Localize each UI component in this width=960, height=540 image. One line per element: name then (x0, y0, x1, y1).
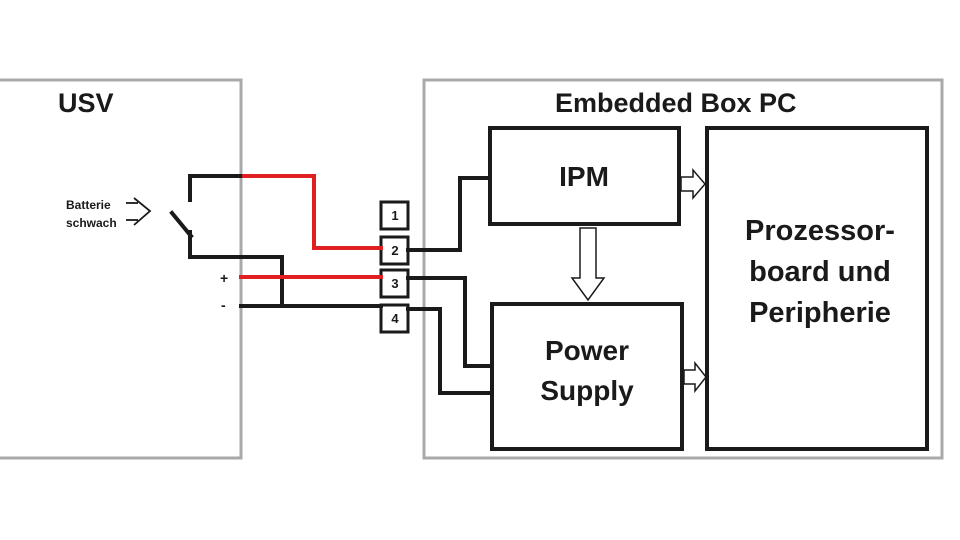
connector-pin-3 (379, 268, 410, 299)
battery-low-arrow-icon (126, 197, 152, 226)
arrow-ipm-to-processor (680, 167, 706, 201)
connector-pin-4-label: 4 (391, 311, 399, 326)
processor-board-block (705, 126, 929, 451)
connector-pin-1-label: 1 (391, 208, 398, 223)
ipm-label: IPM (559, 161, 609, 192)
plus-terminal-label: + (220, 270, 228, 286)
usv-wiring-red (239, 174, 383, 279)
processor-label-line1: Prozessor- (745, 215, 895, 247)
processor-label-line3: Peripherie (749, 297, 891, 329)
usv-title: USV (58, 88, 114, 118)
arrow-power-supply-to-processor (683, 360, 707, 394)
embedded-box-pc-box (422, 78, 944, 460)
embedded-box-pc-title: Embedded Box PC (555, 88, 797, 118)
processor-label-line2: board und (749, 256, 891, 288)
power-supply-label-line2: Supply (540, 375, 634, 406)
connector-pin-3-label: 3 (391, 276, 398, 291)
connector-pin-4 (379, 303, 410, 334)
connector-pin-1 (379, 200, 410, 231)
battery-low-label-line2: schwach (66, 216, 117, 230)
connector-terminal: 1 2 3 4 (379, 200, 410, 334)
connector-pin-2-label: 2 (391, 243, 398, 258)
arrow-ipm-to-power-supply (570, 227, 606, 302)
connector-pin-2 (379, 235, 410, 266)
power-supply-block (490, 302, 684, 451)
power-supply-label-line1: Power (545, 335, 629, 366)
usv-box (0, 78, 243, 460)
minus-terminal-label: - (221, 297, 226, 313)
battery-low-label-line1: Batterie (66, 198, 111, 212)
usv-wiring-black (169, 174, 383, 308)
pc-wiring-black (406, 176, 494, 395)
